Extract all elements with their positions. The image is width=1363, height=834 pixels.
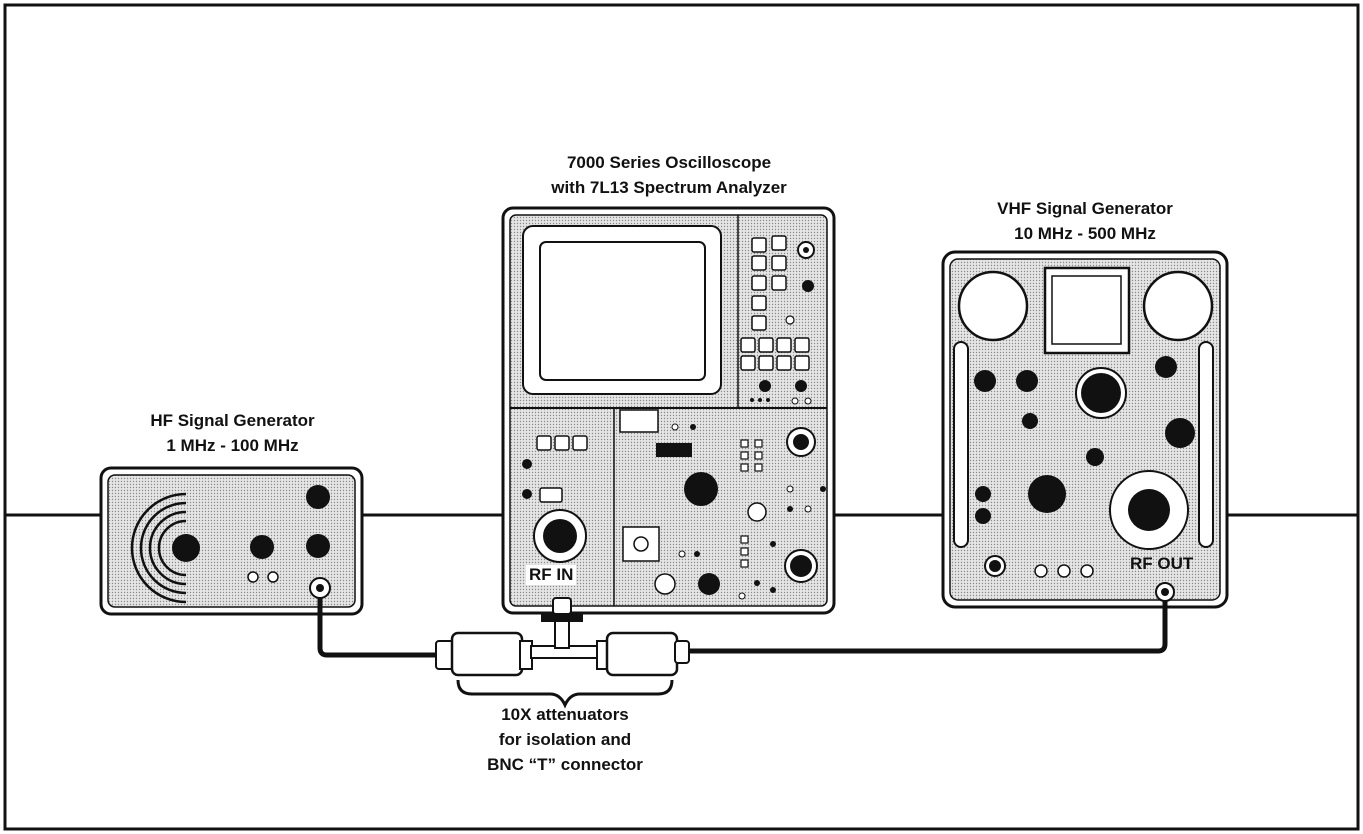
scope-buttons	[740, 235, 810, 371]
attenuator-brace	[456, 679, 674, 709]
speaker-grille-icon	[130, 492, 187, 604]
control-knob-icon	[250, 535, 274, 559]
indicator-icon	[267, 571, 279, 583]
plugin-controls	[536, 409, 660, 562]
hf-signal-generator	[99, 466, 364, 616]
dial-icon	[957, 270, 1029, 342]
control-knob-icon	[684, 472, 718, 506]
bnc-t-connector	[530, 597, 600, 659]
vhf-signal-generator	[941, 250, 1229, 609]
vhf-generator-title-line2: 10 MHz - 500 MHz	[1014, 224, 1156, 243]
rf-out-label: RF OUT	[1130, 554, 1194, 573]
vhf-generator-title: VHF Signal Generator 10 MHz - 500 MHz	[940, 196, 1230, 246]
attenuator-note: 10X attenuators for isolation and BNC “T…	[410, 702, 720, 777]
indicator-icon	[247, 571, 259, 583]
rf-in-label: RF IN	[526, 565, 577, 585]
oscilloscope	[501, 206, 836, 615]
oscilloscope-title: 7000 Series Oscilloscope with 7L13 Spect…	[470, 150, 868, 200]
attenuator-left	[435, 631, 533, 677]
coax-cables	[317, 598, 1168, 658]
crt-screen	[539, 241, 706, 381]
control-knob-icon	[802, 280, 814, 292]
attenuator-note-line3: BNC “T” connector	[487, 755, 643, 774]
oscilloscope-title-line1: 7000 Series Oscilloscope	[566, 153, 772, 172]
handle-left	[953, 341, 969, 548]
tuning-knob-icon	[172, 534, 200, 562]
control-knob-icon	[795, 380, 807, 392]
attenuator-note-line2: for isolation and	[498, 730, 632, 749]
vhf-generator-title-line1: VHF Signal Generator	[997, 199, 1173, 218]
attenuator-note-line1: 10X attenuators	[501, 705, 629, 724]
dial-icon	[1142, 270, 1214, 342]
control-knob-icon	[306, 534, 330, 558]
control-knob-icon	[759, 380, 771, 392]
hf-generator-title-line1: HF Signal Generator	[150, 411, 315, 430]
control-knob-icon	[306, 485, 330, 509]
oscilloscope-title-line2: with 7L13 Spectrum Analyzer	[551, 178, 787, 197]
hf-generator-title: HF Signal Generator 1 MHz - 100 MHz	[105, 408, 360, 458]
hf-generator-title-line2: 1 MHz - 100 MHz	[166, 436, 299, 455]
attenuator-right	[596, 631, 690, 677]
handle-right	[1198, 341, 1214, 548]
